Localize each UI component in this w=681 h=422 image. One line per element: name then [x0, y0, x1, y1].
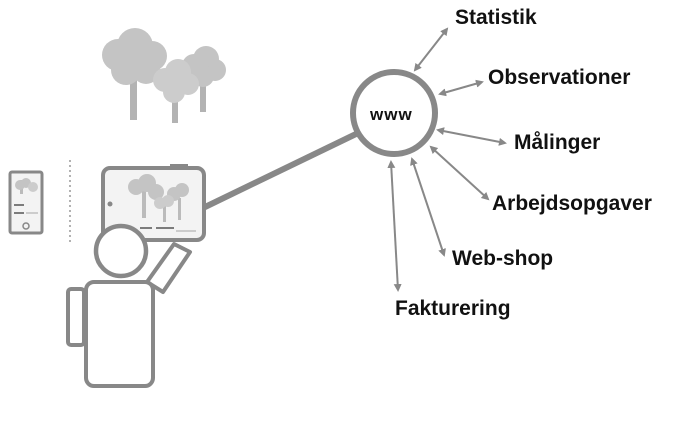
tree-trunk — [172, 88, 178, 123]
service-label-fakturering: Fakturering — [395, 297, 511, 320]
phone-home-button — [22, 222, 30, 230]
person-body — [84, 280, 155, 388]
person-left-arm — [66, 287, 86, 347]
service-label-web-shop: Web-shop — [452, 247, 554, 270]
tree-trunk — [130, 75, 137, 120]
www-hub-circle — [350, 69, 438, 157]
service-label-statistik: Statistik — [455, 6, 537, 29]
hub-label: www — [370, 105, 413, 124]
arrow-web-shop — [410, 157, 446, 257]
arrow-arbejdsopgaver — [429, 145, 490, 201]
tablet-home-button — [107, 201, 113, 207]
tablet-tree-crown — [148, 184, 164, 200]
tree-crown — [163, 81, 185, 103]
arrow-malinger — [436, 127, 507, 146]
arrow-observationer — [438, 79, 484, 97]
tablet-tree-trunk — [142, 190, 146, 218]
service-arrows — [387, 27, 507, 292]
tree-crown — [111, 55, 141, 85]
tablet-tree-crown — [175, 183, 189, 197]
tree-trunk — [200, 80, 206, 112]
tablet-tree-trunk — [178, 198, 181, 220]
person-head — [93, 223, 149, 279]
phone-device — [8, 170, 44, 235]
connection-line — [201, 131, 358, 211]
service-label-arbejdsopgaver: Arbejdsopgaver — [492, 192, 652, 215]
service-label-observationer: Observationer — [488, 66, 631, 89]
phone-tree-crown — [28, 182, 38, 192]
arrow-statistik — [413, 27, 449, 72]
tree-crown — [132, 56, 160, 84]
person-figure — [66, 223, 192, 388]
trees-illustration — [102, 28, 226, 123]
tablet-tree-crown — [162, 195, 174, 207]
tablet-device — [101, 164, 206, 242]
tablet-tree-trunk — [163, 206, 166, 222]
service-label-malinger: Målinger — [514, 131, 601, 154]
arrow-fakturering — [387, 160, 402, 292]
